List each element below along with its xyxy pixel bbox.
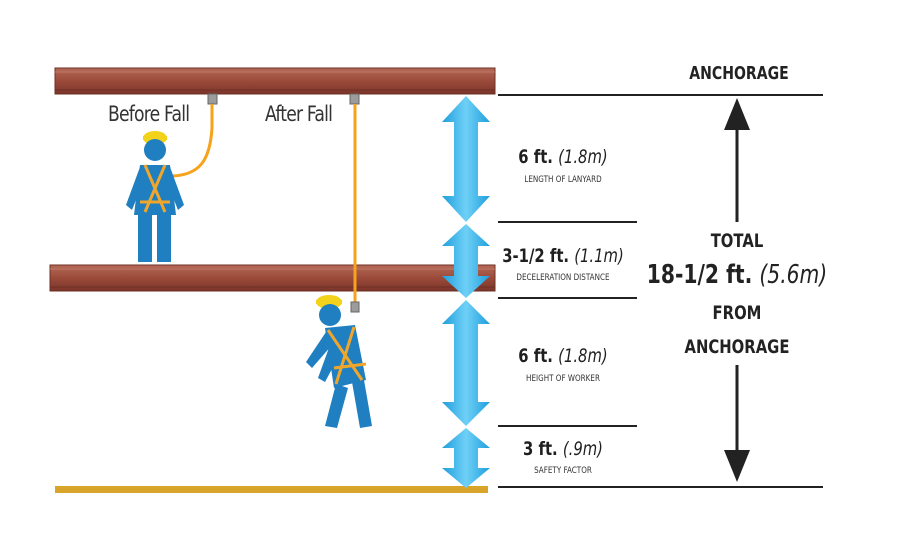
arrow-safety-factor <box>442 428 490 488</box>
arrow-worker-height <box>442 300 490 426</box>
worker-before-fall <box>126 131 184 262</box>
total-label: TOTAL <box>659 230 815 252</box>
total-value: 18-1/2 ft. (5.6m) <box>636 260 839 290</box>
lower-floor <box>55 486 488 493</box>
top-beam <box>55 68 495 94</box>
clearance-arrows <box>442 96 490 488</box>
total-anchorage-label: ANCHORAGE <box>659 336 815 358</box>
total-from-label: FROM <box>659 302 815 324</box>
segment-safety-factor-caption: SAFETY FACTOR <box>491 466 635 476</box>
anchor-connector-after <box>350 94 359 104</box>
worker-after-fall <box>306 295 372 428</box>
segment-deceleration-caption: DECELERATION DISTANCE <box>491 273 635 283</box>
segment-worker-height: 6 ft. (1.8m) <box>493 345 633 367</box>
arrow-lanyard <box>442 96 490 222</box>
after-fall-label: After Fall <box>265 102 332 126</box>
segment-worker-height-caption: HEIGHT OF WORKER <box>491 374 635 384</box>
anchor-connector-before <box>208 94 217 104</box>
anchorage-label: ANCHORAGE <box>677 63 802 84</box>
segment-deceleration-distance: 3-1/2 ft. (1.1m) <box>493 245 633 267</box>
total-arrow <box>724 98 750 482</box>
segment-lanyard-length: 6 ft. (1.8m) <box>493 146 633 168</box>
middle-beam <box>50 265 495 291</box>
segment-safety-factor: 3 ft. (.9m) <box>493 438 633 460</box>
segment-lanyard-caption: LENGTH OF LANYARD <box>491 175 635 185</box>
before-fall-label: Before Fall <box>108 102 189 126</box>
